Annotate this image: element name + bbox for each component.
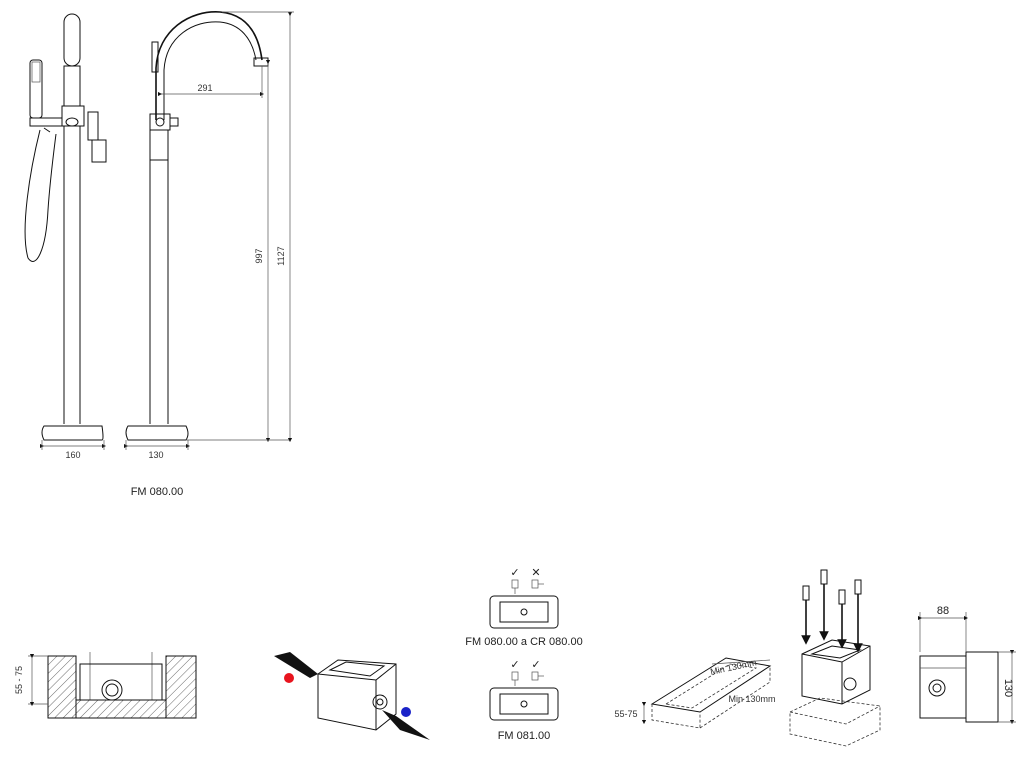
model-label: FM 080.00 xyxy=(131,486,184,498)
floor-section: 55 - 75 xyxy=(14,652,197,719)
connection-option-b: ✓ ✓ FM 081.00 xyxy=(489,659,559,742)
dim-base-front: 160 xyxy=(65,450,80,460)
connection-option-a: ✓ ✕ FM 080.00 a CR 080.00 xyxy=(465,567,582,648)
dim-base-side: 130 xyxy=(148,450,163,460)
faucet-side-view: 291 997 1127 130 xyxy=(123,11,294,460)
dim-reach: 291 xyxy=(197,83,212,93)
hot-water-dot xyxy=(284,673,294,683)
box-dimensions: 88 130 xyxy=(917,605,1016,725)
faucet-front-view: 160 xyxy=(24,13,107,460)
cold-water-dot xyxy=(401,707,411,717)
box-height: 130 xyxy=(1002,679,1014,697)
option-b-mark-1: ✓ xyxy=(510,659,519,671)
option-b-mark-2: ✓ xyxy=(531,659,540,671)
recess-perspective: Min 130mm Min 130mm 55-75 xyxy=(614,657,776,729)
option-a-mark-1: ✓ xyxy=(510,567,519,579)
dim-height-total: 1127 xyxy=(276,246,286,265)
option-b-label: FM 081.00 xyxy=(498,730,551,742)
recess-min-length: Min 130mm xyxy=(709,657,757,677)
option-a-mark-2: ✕ xyxy=(531,567,540,579)
floor-depth-range: 55 - 75 xyxy=(14,666,24,694)
recess-depth: 55-75 xyxy=(614,709,637,719)
recess-min-width: Min 130mm xyxy=(728,694,775,704)
box-width: 88 xyxy=(937,605,949,617)
box-fixing xyxy=(789,569,881,747)
dim-height-spout: 997 xyxy=(254,248,264,263)
box-connections xyxy=(274,652,430,740)
option-a-label: FM 080.00 a CR 080.00 xyxy=(465,636,582,648)
